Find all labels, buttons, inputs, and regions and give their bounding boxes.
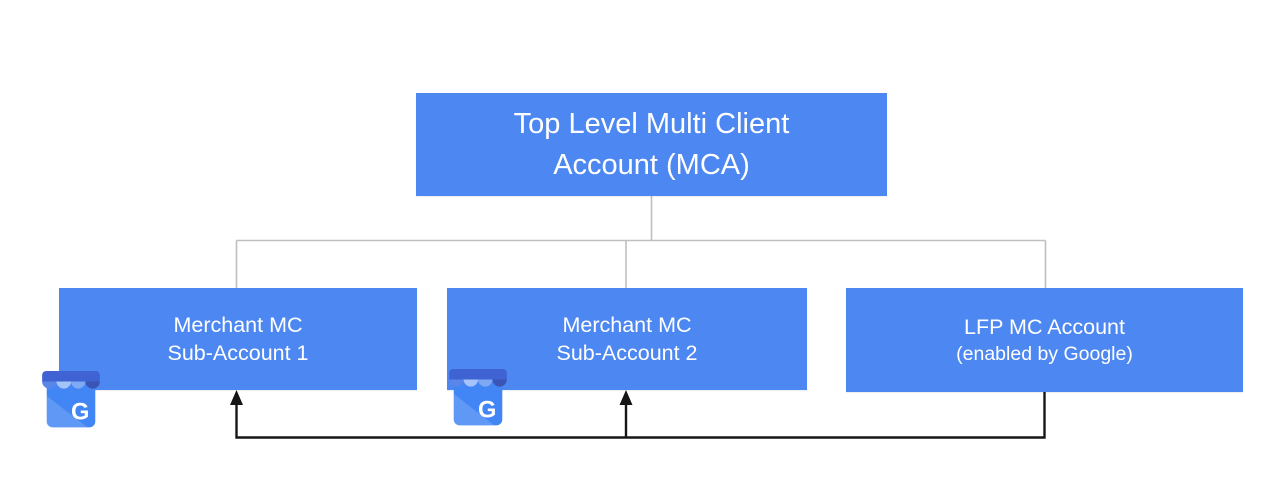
awning-scallop-3 bbox=[478, 379, 493, 387]
google-business-storefront-icon: G bbox=[449, 368, 507, 426]
node-mca: Top Level Multi Client Account (MCA) bbox=[416, 93, 887, 196]
awning-scallop-2 bbox=[463, 379, 478, 387]
node-sub1-label-line2: Sub-Account 1 bbox=[167, 341, 309, 365]
google-g-letter: G bbox=[71, 400, 89, 426]
awning-scallop-3 bbox=[71, 381, 86, 389]
storefront-body-shade bbox=[453, 393, 495, 426]
google-business-storefront-icon: G bbox=[42, 370, 100, 428]
node-mca-label-line1: Top Level Multi Client bbox=[513, 107, 790, 140]
node-merchant-sub-account-1: Merchant MC Sub-Account 1 bbox=[59, 288, 417, 390]
awning-scallop-1 bbox=[449, 379, 464, 387]
node-sub2-label-line1: Merchant MC bbox=[562, 313, 692, 337]
awning-scallop-1 bbox=[42, 381, 57, 389]
node-lfp-mc-account: LFP MC Account (enabled by Google) bbox=[846, 288, 1243, 392]
node-lfp-label-line1: LFP MC Account bbox=[964, 315, 1125, 339]
node-sub2-label-line2: Sub-Account 2 bbox=[556, 341, 698, 365]
lfp-feed-arrow-line bbox=[235, 392, 1046, 439]
node-lfp-label-line2: (enabled by Google) bbox=[956, 343, 1133, 365]
storefront-body bbox=[453, 380, 503, 426]
storefront-body bbox=[46, 382, 96, 428]
node-mca-label-line2: Account (MCA) bbox=[553, 148, 750, 181]
awning-scallop-4 bbox=[492, 379, 507, 387]
arrowhead-to-sub1 bbox=[230, 390, 243, 405]
awning-scallop-4 bbox=[85, 381, 100, 389]
node-sub1-label-line1: Merchant MC bbox=[173, 313, 303, 337]
hierarchy-connector-line bbox=[235, 196, 1047, 288]
awning-bar bbox=[449, 368, 507, 380]
node-merchant-sub-account-2: Merchant MC Sub-Account 2 bbox=[447, 288, 807, 390]
awning-scallop-2 bbox=[56, 381, 71, 389]
awning-bar bbox=[42, 370, 100, 382]
storefront-body-shade bbox=[46, 395, 88, 428]
google-g-letter: G bbox=[478, 398, 496, 424]
arrowhead-to-sub2 bbox=[619, 390, 633, 405]
